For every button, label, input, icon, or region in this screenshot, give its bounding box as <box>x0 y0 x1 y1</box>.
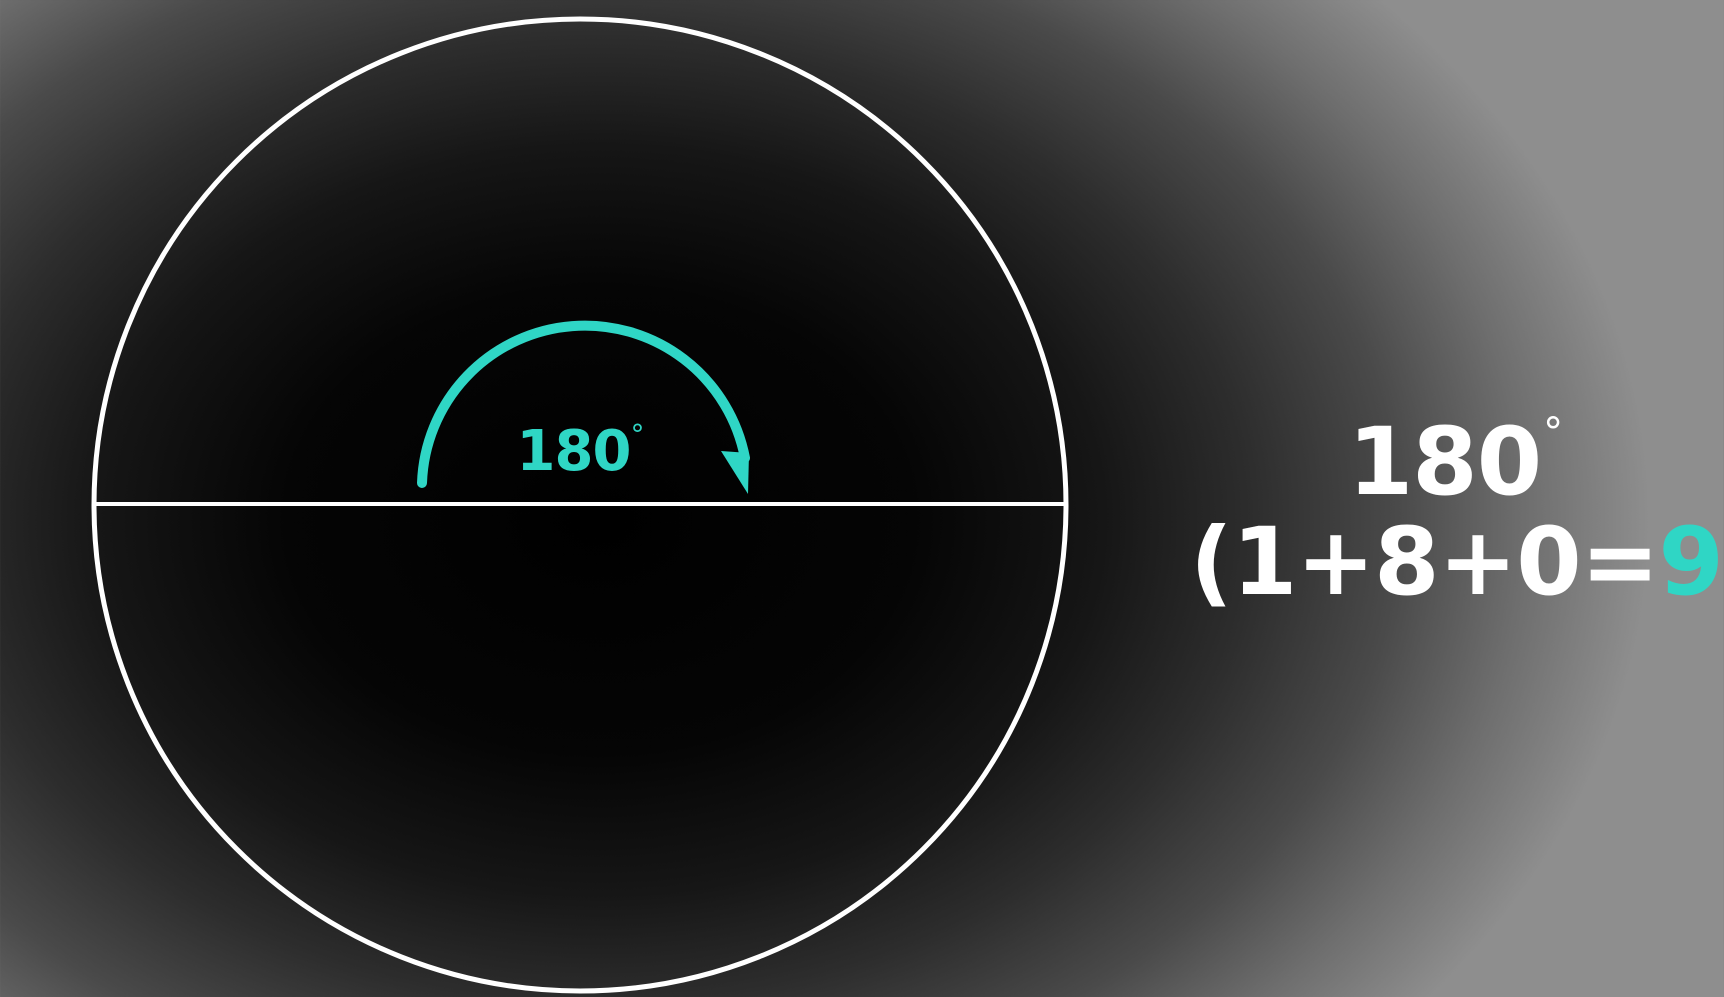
equation-result: 9 <box>1658 508 1723 617</box>
digit-sum-equation: (1+8+0=9) <box>1190 508 1724 618</box>
arc-angle-number: 180 <box>517 419 631 484</box>
circle-outline <box>91 16 1069 994</box>
side-angle-value: 180° <box>1190 378 1720 518</box>
arc-angle-label: 180° <box>517 418 644 484</box>
equation-close-paren: ) <box>1723 508 1724 617</box>
equation-open-paren: ( <box>1190 508 1233 617</box>
side-degree-symbol: ° <box>1543 410 1563 456</box>
equation-expression: 1+8+0= <box>1231 508 1660 617</box>
angle-arc <box>417 320 750 488</box>
arc-arrowhead-icon <box>721 451 749 494</box>
arc-degree-symbol: ° <box>630 418 643 451</box>
side-angle-number: 180 <box>1347 408 1542 517</box>
